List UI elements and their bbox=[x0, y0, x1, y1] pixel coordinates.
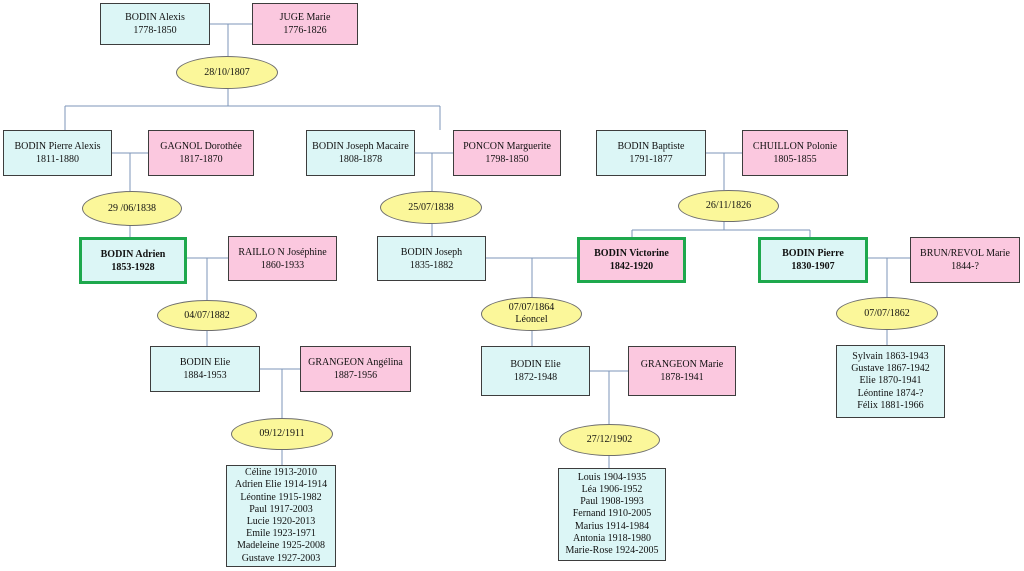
child-entry: Sylvain 1863-1943 bbox=[852, 350, 929, 362]
person-poncon-marguerite[interactable]: PONCON Marguerite 1798-1850 bbox=[453, 130, 561, 176]
person-brun-revol-marie[interactable]: BRUN/REVOL Marie 1844-? bbox=[910, 237, 1020, 283]
child-entry: Adrien Elie 1914-1914 bbox=[234, 479, 328, 491]
person-name: BODIN Joseph bbox=[400, 246, 463, 258]
child-entry: Gustave 1867-1942 bbox=[851, 363, 930, 375]
marriage-date-oval[interactable]: 09/12/1911 bbox=[231, 418, 333, 450]
marriage-date-oval[interactable]: 26/11/1826 bbox=[678, 190, 779, 222]
marriage-date: 09/12/1911 bbox=[259, 428, 305, 439]
child-entry: Madeleine 1925-2008 bbox=[236, 540, 326, 552]
person-dates: 1778-1850 bbox=[133, 25, 177, 36]
person-bodin-elie-1884[interactable]: BODIN Elie 1884-1953 bbox=[150, 346, 260, 392]
person-bodin-victorine[interactable]: BODIN Victorine 1842-1920 bbox=[577, 237, 686, 283]
person-dates: 1853-1928 bbox=[111, 261, 155, 273]
marriage-date-oval[interactable]: 29 /06/1838 bbox=[82, 191, 182, 226]
marriage-date: 25/07/1838 bbox=[408, 201, 454, 213]
person-bodin-pierre[interactable]: BODIN Pierre 1830-1907 bbox=[758, 237, 868, 283]
person-bodin-elie-1872[interactable]: BODIN Elie 1872-1948 bbox=[481, 346, 590, 396]
person-name: BODIN Pierre bbox=[782, 248, 844, 259]
person-name: GRANGEON Angélina bbox=[308, 357, 403, 368]
person-name: BRUN/REVOL Marie bbox=[920, 248, 1010, 259]
person-bodin-joseph[interactable]: BODIN Joseph 1835-1882 bbox=[377, 236, 486, 281]
child-entry: Fernand 1910-2005 bbox=[572, 508, 652, 520]
person-name: GAGNOL Dorothée bbox=[160, 141, 242, 152]
child-entry: Paul 1908-1993 bbox=[580, 496, 644, 508]
children-list[interactable]: Louis 1904-1935 Léa 1906-1952 Paul 1908-… bbox=[558, 468, 666, 561]
person-gagnol-dorothee[interactable]: GAGNOL Dorothée 1817-1870 bbox=[148, 130, 254, 176]
person-dates: 1887-1956 bbox=[333, 370, 378, 381]
person-bodin-baptiste[interactable]: BODIN Baptiste 1791-1877 bbox=[596, 130, 706, 176]
child-entry: Lucie 1920-2013 bbox=[246, 516, 316, 527]
marriage-date-oval[interactable]: 07/07/1864 Léoncel bbox=[481, 297, 582, 331]
person-name: CHUILLON Polonie bbox=[752, 141, 838, 152]
person-grangeon-angelina[interactable]: GRANGEON Angélina 1887-1956 bbox=[300, 346, 411, 392]
person-grangeon-marie[interactable]: GRANGEON Marie 1878-1941 bbox=[628, 346, 736, 396]
child-entry: Emile 1923-1971 bbox=[246, 528, 316, 540]
person-chuillon-polonie[interactable]: CHUILLON Polonie 1805-1855 bbox=[742, 130, 848, 176]
marriage-date-oval[interactable]: 28/10/1807 bbox=[176, 56, 278, 89]
person-name: BODIN Alexis bbox=[125, 12, 185, 23]
children-list[interactable]: Sylvain 1863-1943 Gustave 1867-1942 Elie… bbox=[836, 345, 945, 418]
person-dates: 1878-1941 bbox=[660, 372, 704, 383]
person-name: BODIN Joseph Macaire bbox=[312, 141, 409, 152]
marriage-date: 27/12/1902 bbox=[586, 434, 633, 445]
person-dates: 1798-1850 bbox=[485, 154, 529, 165]
person-name: BODIN Adrien bbox=[100, 248, 166, 260]
person-name: RAILLO N Joséphine bbox=[238, 246, 327, 258]
person-dates: 1817-1870 bbox=[179, 154, 223, 165]
person-dates: 1835-1882 bbox=[409, 259, 454, 271]
marriage-date: 29 /06/1838 bbox=[107, 202, 157, 214]
person-juge-marie[interactable]: JUGE Marie 1776-1826 bbox=[252, 3, 358, 45]
child-entry: Léontine 1874-? bbox=[857, 387, 924, 399]
person-dates: 1842-1920 bbox=[609, 261, 654, 272]
marriage-date-oval[interactable]: 25/07/1838 bbox=[380, 191, 482, 224]
child-entry: Antonia 1918-1980 bbox=[572, 532, 652, 544]
child-entry: Marius 1914-1984 bbox=[574, 520, 650, 532]
marriage-date-oval[interactable]: 04/07/1882 bbox=[157, 300, 257, 331]
child-entry: Léa 1906-1952 bbox=[581, 483, 643, 495]
person-dates: 1805-1855 bbox=[773, 154, 817, 165]
children-list[interactable]: Céline 1913-2010 Adrien Elie 1914-1914 L… bbox=[226, 465, 336, 567]
person-name: BODIN Elie bbox=[510, 359, 561, 370]
marriage-date: 28/10/1807 bbox=[204, 66, 250, 78]
person-name: BODIN Elie bbox=[179, 357, 231, 368]
marriage-date: 26/11/1826 bbox=[705, 200, 752, 211]
person-name: BODIN Victorine bbox=[594, 248, 669, 259]
person-bodin-joseph-macaire[interactable]: BODIN Joseph Macaire 1808-1878 bbox=[306, 130, 415, 176]
person-dates: 1884-1953 bbox=[183, 370, 227, 381]
person-bodin-adrien[interactable]: BODIN Adrien 1853-1928 bbox=[79, 237, 187, 284]
person-bodin-alexis[interactable]: BODIN Alexis 1778-1850 bbox=[100, 3, 210, 45]
person-name: BODIN Pierre Alexis bbox=[14, 141, 101, 152]
person-dates: 1776-1826 bbox=[283, 25, 327, 36]
person-dates: 1791-1877 bbox=[629, 154, 673, 165]
person-name: BODIN Baptiste bbox=[617, 141, 685, 152]
marriage-date-oval[interactable]: 07/07/1862 bbox=[836, 297, 938, 330]
person-name: PONCON Marguerite bbox=[463, 141, 551, 152]
person-bodin-pierre-alexis[interactable]: BODIN Pierre Alexis 1811-1880 bbox=[3, 130, 112, 176]
person-dates: 1872-1948 bbox=[513, 372, 558, 383]
marriage-place: Léoncel bbox=[515, 314, 548, 325]
child-entry: Céline 1913-2010 bbox=[245, 467, 317, 479]
child-entry: Marie-Rose 1924-2005 bbox=[565, 545, 659, 556]
child-entry: Paul 1917-2003 bbox=[249, 503, 313, 515]
child-entry: Elie 1870-1941 bbox=[859, 375, 922, 387]
person-raillon-josephine[interactable]: RAILLO N Joséphine 1860-1933 bbox=[228, 236, 337, 281]
person-name: GRANGEON Marie bbox=[640, 359, 724, 370]
marriage-date: 04/07/1882 bbox=[184, 309, 230, 321]
person-dates: 1811-1880 bbox=[36, 154, 79, 165]
person-dates: 1844-? bbox=[951, 261, 979, 272]
marriage-date-oval[interactable]: 27/12/1902 bbox=[559, 424, 660, 456]
child-entry: Félix 1881-1966 bbox=[857, 399, 924, 411]
marriage-date: 07/07/1864 bbox=[508, 302, 555, 313]
person-name: JUGE Marie bbox=[279, 12, 331, 23]
child-entry: Louis 1904-1935 bbox=[577, 471, 647, 483]
person-dates: 1860-1933 bbox=[260, 259, 305, 271]
marriage-date: 07/07/1862 bbox=[864, 307, 910, 319]
child-entry: Gustave 1927-2003 bbox=[241, 552, 321, 564]
person-dates: 1830-1907 bbox=[791, 261, 835, 272]
child-entry: Léontine 1915-1982 bbox=[240, 491, 322, 503]
person-dates: 1808-1878 bbox=[338, 154, 383, 165]
